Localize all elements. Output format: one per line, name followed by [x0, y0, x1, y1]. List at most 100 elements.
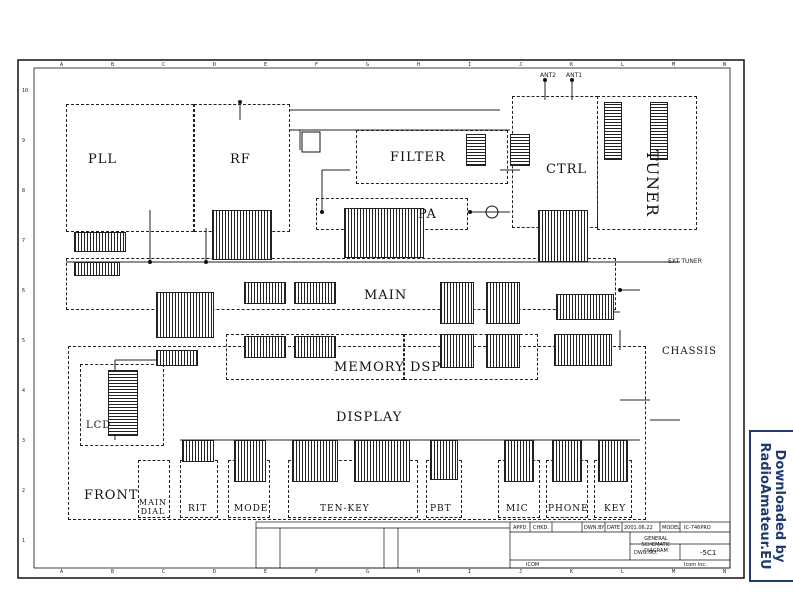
- filter-block: [356, 130, 508, 184]
- filter-label: FILTER: [390, 150, 446, 165]
- ic-main-3: [244, 282, 286, 304]
- grid-column-label: C: [162, 62, 166, 68]
- grid-column-label: J: [519, 62, 523, 68]
- display-label: DISPLAY: [336, 410, 403, 425]
- ic-main-2: [156, 292, 214, 338]
- ic-main-6: [486, 282, 520, 324]
- ic-memory-1: [244, 336, 286, 358]
- date-cell: 2001.06.22: [624, 525, 653, 531]
- grid-column-label: L: [621, 62, 625, 68]
- grid-column-label: L: [621, 569, 625, 575]
- rit-label: RIT: [188, 504, 208, 514]
- grid-row-label: 5: [22, 338, 26, 344]
- grid-column-label: K: [570, 62, 574, 68]
- model-cell: IC-746PRO: [684, 525, 711, 531]
- grid-row-label: 7: [22, 238, 26, 244]
- ten-key-block: [288, 460, 418, 518]
- main-label: MAIN: [364, 288, 408, 303]
- grid-column-label: G: [366, 62, 370, 68]
- dwg-no-label-cell: DWG.NO.: [634, 550, 658, 556]
- ic-filter-2: [510, 134, 530, 166]
- ic-disp-1: [156, 350, 198, 366]
- display-block: [68, 346, 646, 520]
- lcd-block: [80, 364, 164, 446]
- grid-row-label: 3: [22, 438, 26, 444]
- grid-column-label: D: [213, 62, 217, 68]
- grid-column-label: F: [315, 569, 319, 575]
- ant2-label: ANT2: [540, 72, 557, 79]
- grid-column-label: F: [315, 62, 319, 68]
- ic-tenkey-2: [354, 440, 410, 482]
- grid-column-label: A: [60, 569, 64, 575]
- ten-key-label: TEN-KEY: [320, 504, 370, 514]
- ic-tuner-2: [650, 102, 668, 160]
- ic-mode-1: [234, 440, 266, 482]
- grid-column-label: N: [723, 62, 727, 68]
- grid-column-label: B: [111, 569, 115, 575]
- ic-tuner-1: [604, 102, 622, 160]
- mode-label: MODE: [234, 504, 269, 514]
- dwn-by-cell: DWN.BY: [584, 525, 605, 531]
- phone-label: PHONE: [548, 504, 589, 514]
- chassis-label: CHASSIS: [662, 346, 717, 357]
- main-block: [66, 258, 616, 310]
- ic-lcd-1: [108, 370, 138, 436]
- grid-row-label: 2: [22, 488, 26, 494]
- tuner-block: [597, 96, 697, 230]
- ic-phone-1: [552, 440, 582, 482]
- title-cell: GENERAL SCHEMATIC DIAGRAM: [641, 536, 671, 554]
- maker-right-cell: Icom Inc.: [684, 562, 707, 568]
- date-label-cell: DATE: [607, 525, 621, 531]
- grid-column-label: M: [672, 569, 676, 575]
- grid-row-label: 9: [22, 138, 26, 144]
- grid-column-label: G: [366, 569, 370, 575]
- maker-left-cell: ICOM: [526, 562, 540, 568]
- pll-block: [66, 104, 194, 232]
- memory-label: MEMORY: [334, 360, 405, 375]
- dwg-no-cell: -5C1: [700, 549, 717, 557]
- grid-column-label: E: [264, 62, 268, 68]
- main-dial-block: [138, 460, 170, 518]
- pll-label: PLL: [88, 152, 118, 167]
- ic-pll-1: [74, 232, 126, 252]
- ic-dsp-2: [486, 334, 520, 368]
- ant1-label: ANT1: [566, 72, 583, 79]
- ic-memory-2: [294, 336, 336, 358]
- appd-cell: APPD.: [513, 525, 528, 531]
- grid-column-label: M: [672, 62, 676, 68]
- ic-pbt-1: [430, 440, 458, 480]
- grid-column-label: D: [213, 569, 217, 575]
- ic-main-4: [294, 282, 336, 304]
- grid-row-label: 10: [22, 88, 29, 94]
- watermark-line-2: RadioAmateur.EU: [757, 442, 772, 570]
- grid-column-label: H: [417, 62, 421, 68]
- ic-mic-1: [504, 440, 534, 482]
- pbt-label: PBT: [430, 504, 452, 514]
- grid-row-label: 4: [22, 388, 26, 394]
- ic-ctrl-1: [538, 210, 588, 262]
- ic-pa-1: [344, 208, 424, 258]
- grid-column-label: C: [162, 569, 166, 575]
- ext-tuner-label: EXT TUNER: [668, 258, 702, 265]
- rf-label: RF: [230, 152, 251, 167]
- grid-row-label: 1: [22, 538, 26, 544]
- dsp-label: DSP: [410, 360, 442, 375]
- grid-column-label: I: [468, 569, 472, 575]
- main-dial-label: MAIN DIAL: [138, 498, 168, 516]
- ic-dsp-3: [554, 334, 612, 366]
- ctrl-label: CTRL: [546, 162, 588, 177]
- watermark-line-1: Downloaded by: [772, 449, 787, 563]
- grid-column-label: A: [60, 62, 64, 68]
- ic-tenkey-1: [292, 440, 338, 482]
- grid-column-label: H: [417, 569, 421, 575]
- lcd-label: LCD: [86, 420, 112, 431]
- memory-block: [226, 334, 404, 380]
- mic-label: MIC: [506, 504, 529, 514]
- ic-main-7: [556, 294, 614, 320]
- front-label: FRONT: [84, 488, 139, 503]
- ic-rit-1: [182, 440, 214, 462]
- model-label-cell: MODEL: [662, 525, 681, 531]
